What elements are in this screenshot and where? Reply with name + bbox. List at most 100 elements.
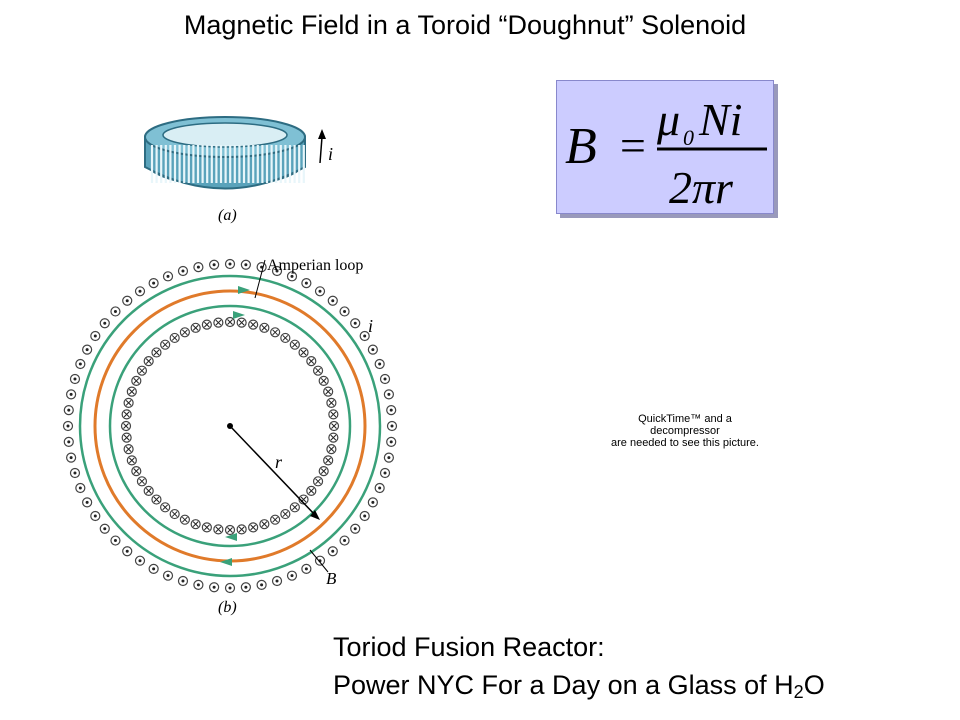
formula-lhs: B xyxy=(565,118,597,175)
wire-dot xyxy=(353,321,357,325)
toroid-cross-section: r Amperian loop i B (b) xyxy=(62,257,398,616)
wire-cross xyxy=(204,524,210,531)
current-arrowhead xyxy=(318,129,326,139)
caption-a: (a) xyxy=(218,207,237,224)
caption-line-2: Power NYC For a Day on a Glass of H2O xyxy=(333,666,825,711)
wire-dot xyxy=(138,289,142,293)
wire-cross xyxy=(330,434,337,441)
wire-cross xyxy=(325,388,332,395)
radius-label: r xyxy=(275,452,283,472)
wire-cross xyxy=(123,423,129,429)
wire-cross xyxy=(272,329,278,336)
wire-cross xyxy=(315,478,321,485)
wire-cross xyxy=(328,446,335,452)
wire-dot xyxy=(113,309,117,313)
wire-dot xyxy=(181,269,185,273)
caption-line-2-suffix: O xyxy=(803,670,825,700)
current-label-b: i xyxy=(368,316,373,336)
wire-cross xyxy=(133,378,140,384)
wire-cross xyxy=(227,319,233,325)
wire-cross xyxy=(238,526,245,533)
outer-wires xyxy=(62,258,398,594)
field-leader xyxy=(309,549,329,573)
wire-dot xyxy=(290,274,294,278)
wire-cross xyxy=(250,321,256,328)
amperian-label: Amperian loop xyxy=(267,257,363,274)
wire-dot xyxy=(275,579,279,583)
wire-cross xyxy=(123,434,130,441)
formula-denominator: 2πr xyxy=(669,162,734,213)
wire-dot xyxy=(138,559,142,563)
toroid-coil-figure: i (a) xyxy=(144,116,333,224)
wire-dot xyxy=(228,262,232,266)
wire-dot xyxy=(275,269,279,273)
wire-dot xyxy=(304,281,308,285)
wire-dot xyxy=(371,348,375,352)
wire-dot xyxy=(78,486,82,490)
wire-cross xyxy=(261,521,268,528)
wire-cross xyxy=(125,400,132,406)
wire-cross xyxy=(300,349,307,356)
field-arrow-top-inner xyxy=(233,311,245,319)
wire-dot xyxy=(103,527,107,531)
wire-dot xyxy=(181,579,185,583)
wire-cross xyxy=(125,446,132,452)
wire-dot xyxy=(152,281,156,285)
qt-line-3: are needed to see this picture. xyxy=(611,437,759,449)
radius-line xyxy=(229,425,317,517)
wire-dot xyxy=(378,362,382,366)
wire-dot xyxy=(69,392,73,396)
wire-dot xyxy=(363,514,367,518)
wire-cross xyxy=(308,487,315,494)
wire-cross xyxy=(261,324,268,331)
current-label-a: i xyxy=(328,144,333,164)
inner-wires xyxy=(120,316,340,536)
wire-dot xyxy=(212,585,216,589)
wire-dot xyxy=(125,299,129,303)
wire-cross xyxy=(162,341,169,348)
wire-dot xyxy=(390,424,394,428)
wire-cross xyxy=(171,335,178,341)
wire-dot xyxy=(389,440,393,444)
wire-dot xyxy=(69,456,73,460)
wire-dot xyxy=(244,263,248,267)
wire-dot xyxy=(152,567,156,571)
wire-dot xyxy=(304,567,308,571)
wire-dot xyxy=(103,321,107,325)
wire-cross xyxy=(227,527,233,533)
wire-cross xyxy=(128,457,135,464)
field-arrow-top-outer xyxy=(238,286,250,294)
wire-cross xyxy=(282,511,289,517)
wire-cross xyxy=(291,504,298,511)
wire-dot xyxy=(331,549,335,553)
wire-dot xyxy=(166,274,170,278)
formula-mu-sub: 0 xyxy=(683,125,694,150)
formula: B = μ 0 Ni 2πr xyxy=(565,94,767,213)
wire-dot xyxy=(331,299,335,303)
wire-dot xyxy=(93,334,97,338)
current-arrow xyxy=(319,136,323,164)
wire-cross xyxy=(272,516,278,523)
quicktime-placeholder: QuickTime™ and a decompressor are needed… xyxy=(560,413,810,449)
wire-cross xyxy=(192,521,199,528)
qt-line-2: decompressor xyxy=(650,425,720,437)
wire-dot xyxy=(383,377,387,381)
wire-dot xyxy=(389,408,393,412)
wire-dot xyxy=(212,263,216,267)
field-arrow-bottom-inner xyxy=(225,533,237,541)
field-arrow-bottom-outer xyxy=(220,558,232,566)
wire-cross xyxy=(139,367,145,374)
formula-box: B = μ 0 Ni 2πr xyxy=(556,80,774,214)
wire-cross xyxy=(182,329,188,336)
wire-cross xyxy=(315,367,321,374)
caption-line-2-text: Power NYC For a Day on a Glass of H xyxy=(333,670,794,700)
wire-dot xyxy=(343,539,347,543)
wire-cross xyxy=(145,358,152,365)
wire-dot xyxy=(383,471,387,475)
wire-cross xyxy=(153,349,160,356)
wire-dot xyxy=(290,574,294,578)
wire-dot xyxy=(387,456,391,460)
radius-arrowhead xyxy=(310,510,320,520)
toroid-coil xyxy=(144,116,306,190)
wire-dot xyxy=(73,377,77,381)
